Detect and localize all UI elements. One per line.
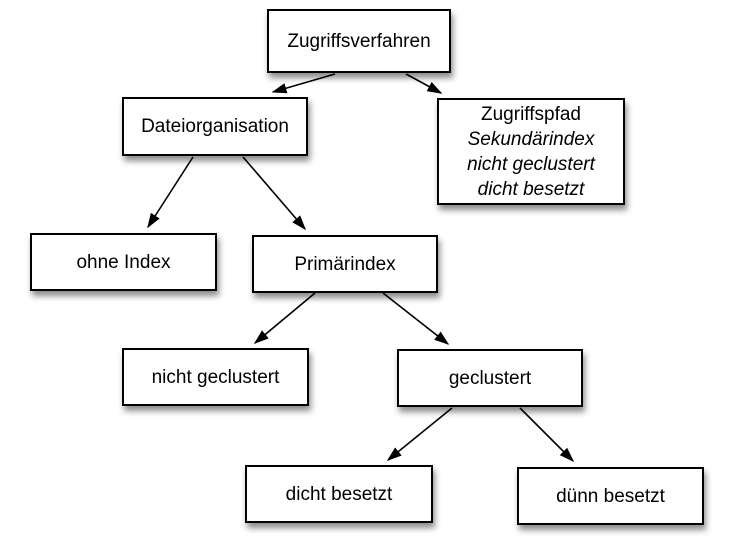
- edge-primaerindex-to-geclustert: [382, 292, 450, 345]
- edge-root-to-zugriffspfad: [405, 73, 443, 94]
- edge-geclustert-to-duenn-besetzt: [519, 407, 575, 463]
- node-nicht-geclustert: nicht geclustert: [122, 348, 309, 406]
- node-dicht-besetzt-label: dicht besetzt: [285, 483, 393, 505]
- edge-primaerindex-to-nicht-geclustert: [253, 292, 316, 344]
- node-duenn-besetzt: dünn besetzt: [517, 467, 704, 525]
- node-ohne-index-label: ohne Index: [76, 251, 171, 273]
- edge-root-to-dateiorganisation: [271, 73, 336, 94]
- node-primaerindex: Primärindex: [252, 235, 438, 293]
- node-zugriffspfad: Zugriffspfad Sekundärindex nicht geclust…: [437, 98, 625, 205]
- node-zugriffsverfahren: Zugriffsverfahren: [267, 9, 451, 73]
- node-zugriffspfad-line2: Sekundärindex: [467, 128, 595, 150]
- node-zugriffspfad-line4: dicht besetzt: [477, 178, 585, 200]
- node-dicht-besetzt: dicht besetzt: [245, 465, 433, 523]
- edge-geclustert-to-dicht-besetzt: [386, 407, 453, 461]
- node-zugriffsverfahren-label: Zugriffsverfahren: [287, 30, 431, 52]
- node-zugriffspfad-line1: Zugriffspfad: [481, 103, 581, 125]
- node-nicht-geclustert-label: nicht geclustert: [151, 366, 280, 388]
- edge-dateiorganisation-to-ohne-index: [147, 156, 194, 229]
- node-zugriffspfad-line3: nicht geclustert: [467, 153, 595, 175]
- node-dateiorganisation-label: Dateiorganisation: [141, 116, 289, 137]
- node-ohne-index: ohne Index: [30, 233, 217, 291]
- node-geclustert: geclustert: [397, 349, 583, 407]
- node-geclustert-label: geclustert: [448, 367, 532, 389]
- node-primaerindex-label: Primärindex: [294, 253, 396, 275]
- edge-dateiorganisation-to-primaerindex: [242, 156, 306, 231]
- node-dateiorganisation: Dateiorganisation: [122, 97, 308, 156]
- node-duenn-besetzt-label: dünn besetzt: [556, 485, 665, 507]
